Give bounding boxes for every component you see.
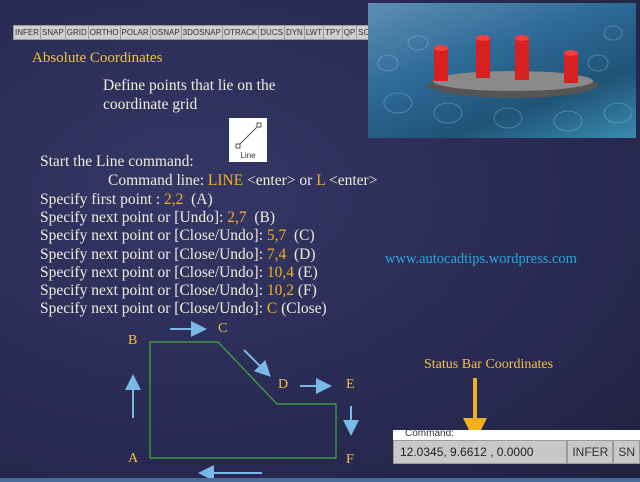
step-prompt: Specify next point or [Close/Undo]: xyxy=(40,227,267,245)
step-line: Specify next point or [Undo]: 2,7 (B) xyxy=(40,209,275,227)
toolbar-button-snap[interactable]: SNAP xyxy=(42,26,66,39)
step-line: Specify next point or [Close/Undo]: C (C… xyxy=(40,300,327,318)
snap-button[interactable]: SN xyxy=(613,440,640,464)
step-prompt: Specify next point or [Close/Undo]: xyxy=(40,300,267,318)
step-value: 7,4 xyxy=(266,245,287,263)
point-f: F xyxy=(346,452,354,467)
toolbar-button-3dosnap[interactable]: 3DOSNAP xyxy=(182,26,223,39)
step-value: 2,7 xyxy=(227,209,247,227)
start-line-text: Start the Line command: xyxy=(40,153,194,170)
step-prompt: Specify next point or [Close/Undo]: xyxy=(40,245,267,263)
step-label: (A) xyxy=(183,191,213,208)
line-tool-label: Line xyxy=(240,151,256,160)
intro-line-2: coordinate grid xyxy=(103,96,198,113)
step-prompt: Specify next point or [Close/Undo]: xyxy=(40,282,267,299)
step-prompt: Specify next point or [Undo]: xyxy=(40,209,228,227)
step-value: 2,2 xyxy=(164,191,184,208)
command-line-text: Command line: LINE <enter> or L <enter> xyxy=(108,172,377,190)
toolbar-button-otrack[interactable]: OTRACK xyxy=(223,26,260,39)
step-prompt: Specify first point : xyxy=(40,191,164,208)
point-c: C xyxy=(218,321,228,336)
line-icon xyxy=(235,122,262,149)
battleship-photo xyxy=(368,3,636,138)
step-label: (C) xyxy=(286,227,315,245)
command-prompt: Command: xyxy=(393,430,640,440)
step-value: 10,2 xyxy=(266,282,294,299)
status-bar-title: Status Bar Coordinates xyxy=(424,357,554,372)
toolbar-button-ducs[interactable]: DUCS xyxy=(260,26,285,39)
cmd-suffix: <enter> xyxy=(325,172,378,189)
cmd-l: L xyxy=(316,172,326,189)
point-d: D xyxy=(278,377,289,392)
cmd-prefix: Command line: xyxy=(108,172,208,189)
intro-line-1: Define points that lie on the xyxy=(103,77,276,94)
step-label: (B) xyxy=(246,209,276,227)
toolbar-button-dyn[interactable]: DYN xyxy=(285,26,305,39)
toolbar-button-polar[interactable]: POLAR xyxy=(121,26,151,39)
toolbar-button-qp[interactable]: QP xyxy=(343,26,358,39)
toolbar-button-osnap[interactable]: OSNAP xyxy=(151,26,182,39)
step-line: Specify next point or [Close/Undo]: 10,4… xyxy=(40,264,318,282)
line-shape xyxy=(149,341,337,459)
toolbar-button-lwt[interactable]: LWT xyxy=(305,26,325,39)
step-value: 5,7 xyxy=(266,227,287,245)
step-label: (Close) xyxy=(277,300,327,318)
step-line: Specify first point : 2,2 (A) xyxy=(40,191,213,209)
step-value: C xyxy=(266,300,278,318)
toolbar-button-grid[interactable]: GRID xyxy=(66,26,89,39)
line-tool-button[interactable]: Line xyxy=(229,118,267,162)
step-line: Specify next point or [Close/Undo]: 10,2… xyxy=(40,282,317,300)
bottom-stripe xyxy=(0,478,640,482)
step-value: 10,4 xyxy=(266,263,294,281)
toolbar-button-tpy[interactable]: TPY xyxy=(325,26,343,39)
step-line: Specify next point or [Close/Undo]: 7,4 … xyxy=(40,246,316,264)
arrow-diagonal xyxy=(243,349,271,377)
step-label: (E) xyxy=(294,263,318,281)
step-label: (D) xyxy=(286,245,316,263)
step-prompt: Specify next point or [Close/Undo]: xyxy=(40,263,267,281)
infer-button[interactable]: INFER xyxy=(567,440,614,464)
slide-title: Absolute Coordinates xyxy=(32,50,163,66)
toolbar-button-ortho[interactable]: ORTHO xyxy=(89,26,121,39)
website-link[interactable]: www.autocadtips.wordpress.com xyxy=(385,251,577,267)
point-b: B xyxy=(128,333,138,348)
step-line: Specify next point or [Close/Undo]: 5,7 … xyxy=(40,227,315,245)
coordinate-readout: 12.0345, 9.6612 , 0.0000 xyxy=(393,440,568,464)
step-label: (F) xyxy=(294,282,317,299)
cmd-line: LINE xyxy=(207,172,244,189)
point-a: A xyxy=(128,451,139,466)
cmd-mid: <enter> or xyxy=(243,172,317,189)
toolbar-button-infer[interactable]: INFER xyxy=(15,26,41,39)
status-bar-screenshot: Command: 12.0345, 9.6612 , 0.0000 INFER … xyxy=(393,430,640,475)
point-e: E xyxy=(346,377,355,392)
